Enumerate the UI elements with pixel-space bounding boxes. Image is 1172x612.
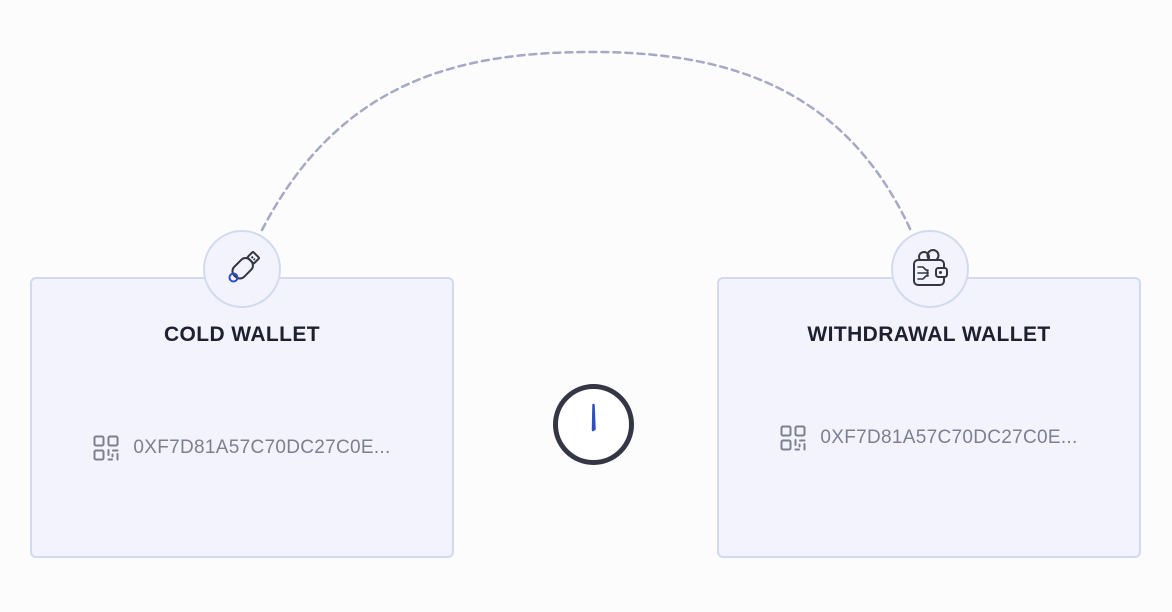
cold-wallet-title: COLD WALLET <box>163 323 321 346</box>
withdrawal-wallet-card: WITHDRAWAL WALLET 0XF7D81A57C70DC27C0E..… <box>717 277 1141 558</box>
cold-wallet-card: COLD WALLET 0XF7D81A57C70DC27C0E... <box>30 277 454 558</box>
qr-code-icon <box>780 425 806 451</box>
clock-timer-icon <box>553 384 634 465</box>
withdrawal-wallet-address[interactable]: 0XF7D81A57C70DC27C0E... <box>719 425 1139 451</box>
cold-wallet-address-text: 0XF7D81A57C70DC27C0E... <box>133 437 391 458</box>
qr-code-icon <box>93 435 119 461</box>
cold-wallet-icon-badge <box>203 230 281 308</box>
cold-wallet-address[interactable]: 0XF7D81A57C70DC27C0E... <box>32 435 452 461</box>
withdrawal-wallet-icon-badge <box>891 230 969 308</box>
withdrawal-wallet-title: WITHDRAWAL WALLET <box>807 323 1051 346</box>
wallet-icon <box>913 249 948 286</box>
usb-drive-icon <box>228 251 260 283</box>
withdrawal-wallet-address-text: 0XF7D81A57C70DC27C0E... <box>820 427 1078 448</box>
